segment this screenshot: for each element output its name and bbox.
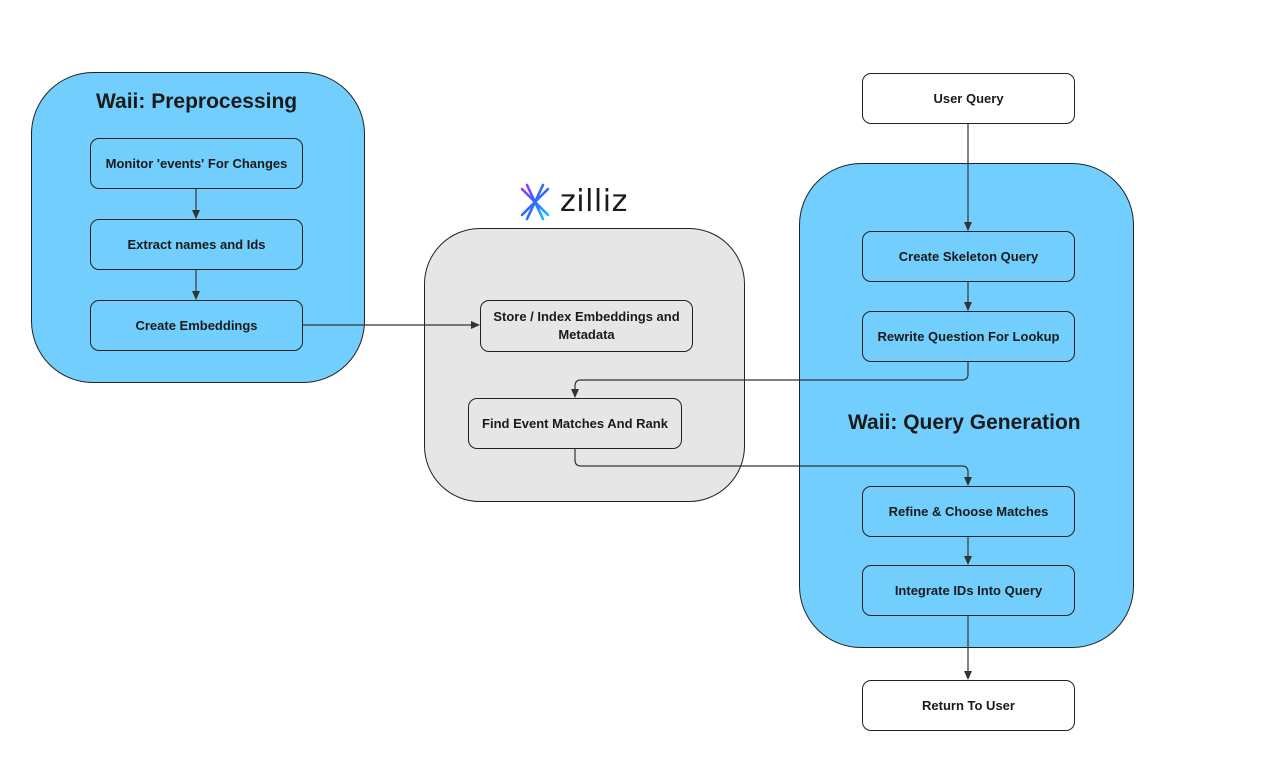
store-index-node: Store / Index Embeddings and Metadata (480, 300, 693, 352)
zilliz-star-icon (515, 182, 555, 222)
zilliz-logo-text: zilliz (560, 184, 628, 219)
preprocessing-title: Waii: Preprocessing (96, 90, 298, 113)
create-embeddings-node: Create Embeddings (90, 300, 303, 351)
refine-choose-node: Refine & Choose Matches (862, 486, 1075, 537)
monitor-events-node: Monitor 'events' For Changes (90, 138, 303, 189)
zilliz-group (424, 228, 745, 502)
rewrite-question-node: Rewrite Question For Lookup (862, 311, 1075, 362)
user-query-node: User Query (862, 73, 1075, 124)
find-matches-node: Find Event Matches And Rank (468, 398, 682, 449)
extract-names-node: Extract names and Ids (90, 219, 303, 270)
create-skeleton-node: Create Skeleton Query (862, 231, 1075, 282)
zilliz-logo: zilliz (514, 182, 628, 222)
return-to-user-node: Return To User (862, 680, 1075, 731)
integrate-ids-node: Integrate IDs Into Query (862, 565, 1075, 616)
query-generation-title: Waii: Query Generation (848, 411, 1081, 434)
